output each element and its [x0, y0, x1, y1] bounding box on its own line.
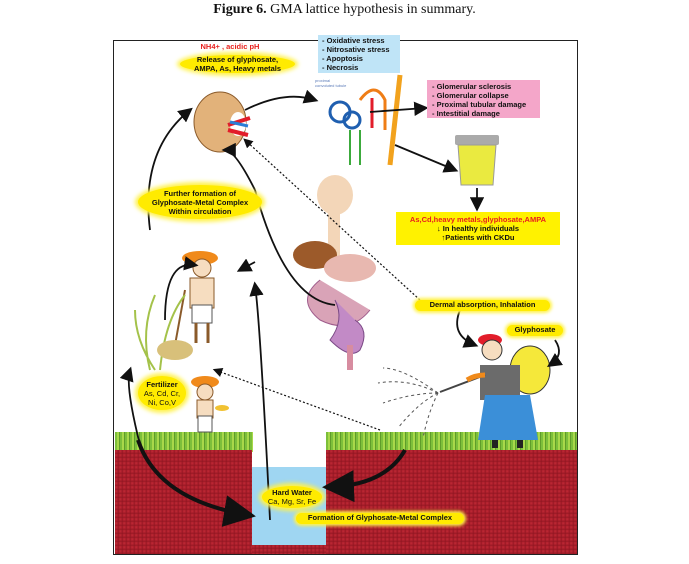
grass-left [115, 432, 253, 452]
stress-item: - Nitrosative stress [322, 45, 390, 54]
nh4-label: NH4+ , acidic pH [200, 42, 260, 51]
dotted-arrows [212, 138, 421, 431]
further-formation-bubble: Further formation of Glyphosate-Metal Co… [138, 185, 262, 219]
nephron-icon [328, 74, 403, 166]
damage-item: - Glomerular sclerosis [432, 82, 512, 91]
stress-item: - Necrosis [322, 63, 359, 72]
digestive-organs-icon [293, 175, 376, 370]
fertilizer-title: Fertilizer [146, 379, 178, 389]
fertilizer-line: As, Cd, Cr, [143, 388, 181, 398]
figure-label: Figure 6. [213, 2, 267, 17]
dermal-absorption-label: Dermal absorption, Inhalation [415, 300, 550, 311]
stress-item: - Apoptosis [322, 54, 363, 63]
tubule-label: proximal convoluted tubule [315, 78, 347, 88]
urine-cup-icon [455, 135, 499, 186]
soil-right [326, 450, 577, 554]
soil-bottom [252, 545, 326, 554]
rice-plant-icon [134, 294, 193, 371]
urine-line-3: ↑Patients with CKDu [441, 233, 515, 242]
hard-water-line: Ca, Mg, Sr, Fe [267, 497, 317, 506]
figure-caption: Figure 6. GMA lattice hypothesis in summ… [0, 2, 689, 18]
farmer-icon [174, 251, 218, 346]
further-line: Glyphosate-Metal Complex [151, 197, 249, 207]
kidney-icon [193, 91, 251, 153]
formation-label: Formation of Glyphosate-Metal Complex [296, 513, 464, 524]
fertilizer-bubble: Fertilizer As, Cd, Cr, Ni, Co,V [138, 376, 186, 410]
further-line: Further formation of [163, 188, 237, 198]
release-line: Release of glyphosate, [196, 55, 279, 64]
arrows [119, 89, 563, 527]
kidney-damage-box: - Glomerular sclerosis - Glomerular coll… [427, 80, 540, 118]
hard-water-bubble: Hard Water Ca, Mg, Sr, Fe [262, 486, 322, 508]
further-line: Within circulation [168, 206, 232, 216]
urine-line-1: As,Cd,heavy metals,glyphosate,AMPA [409, 215, 547, 224]
damage-item: - Proximal tubular damage [432, 100, 527, 109]
glyphosate-label: Glyphosate [507, 325, 563, 336]
damage-item: - Intestitial damage [432, 109, 500, 118]
child-farmer-icon [191, 376, 229, 433]
spray-icon [377, 367, 439, 439]
figure-caption-text: GMA lattice hypothesis in summary. [270, 2, 476, 17]
cell-stress-box: - Oxidative stress - Nitrosative stress … [318, 35, 400, 73]
release-bubble: Release of glyphosate, AMPA, As, Heavy m… [180, 55, 295, 73]
urine-excretion-box: As,Cd,heavy metals,glyphosate,AMPA ↓ In … [396, 212, 560, 245]
hard-water-title: Hard Water [272, 488, 312, 497]
stress-item: - Oxidative stress [322, 36, 385, 45]
fertilizer-line: Ni, Co,V [148, 397, 176, 407]
urine-line-2: ↓ In healthy individuals [436, 224, 520, 233]
damage-item: - Glomerular collapse [432, 91, 509, 100]
sprayer-man-icon [439, 334, 551, 448]
release-line: AMPA, As, Heavy metals [193, 64, 282, 73]
